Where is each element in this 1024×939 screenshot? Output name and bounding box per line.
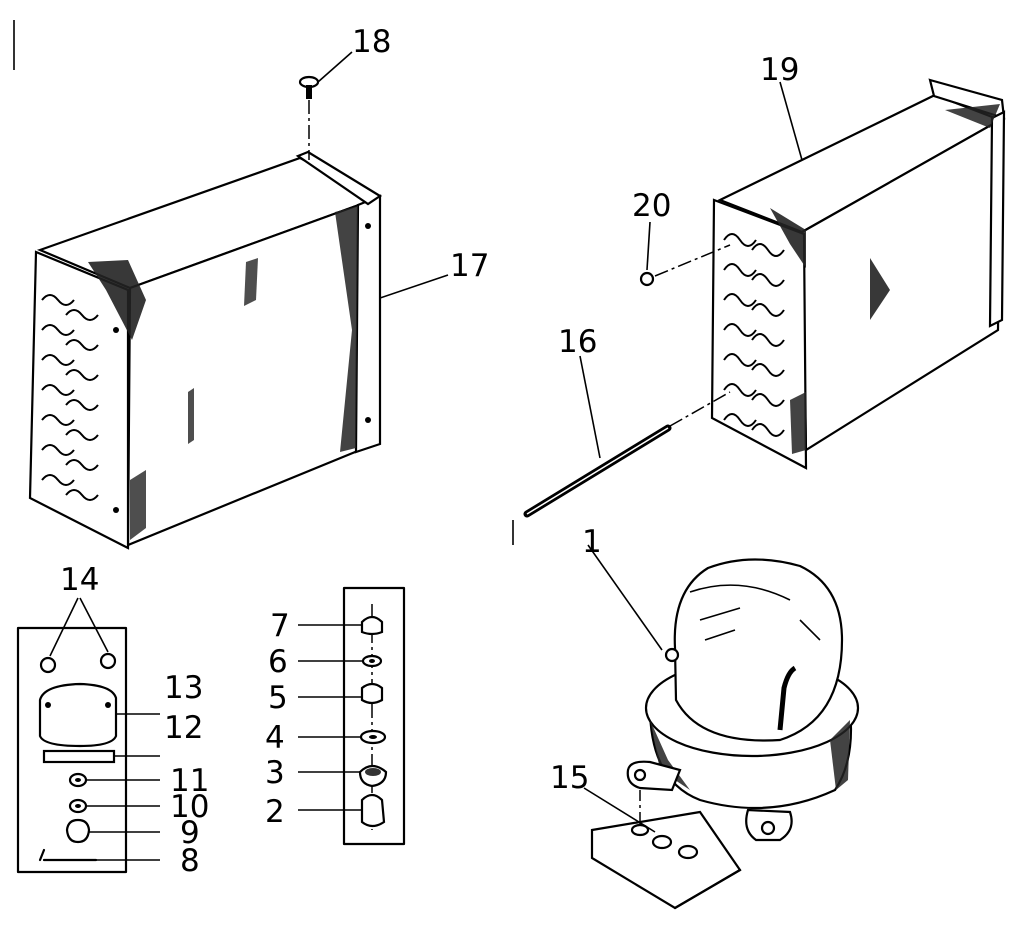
callout-1: 1 <box>582 524 602 560</box>
evaporator-coil <box>710 78 1006 470</box>
callout-4: 4 <box>265 720 285 756</box>
callout-15: 15 <box>550 760 589 796</box>
callout-9: 9 <box>180 815 200 851</box>
callout-17: 17 <box>450 248 489 284</box>
callout-2: 2 <box>265 794 285 830</box>
rod-part-16 <box>523 391 731 518</box>
callout-5: 5 <box>268 680 288 716</box>
callout-7: 7 <box>270 608 290 644</box>
callout-20: 20 <box>632 188 671 224</box>
callout-16: 16 <box>558 324 597 360</box>
callout-10: 10 <box>170 789 209 825</box>
condenser-coil <box>28 150 383 550</box>
callout-19: 19 <box>760 52 799 88</box>
mounting-plate-part-15 <box>590 790 742 910</box>
callout-13: 13 <box>164 670 203 706</box>
hardware-panel-right <box>342 586 406 846</box>
hardware-panel-left <box>16 626 128 874</box>
callout-12: 12 <box>164 710 203 746</box>
screw-part-20 <box>639 244 731 287</box>
compressor <box>626 558 860 842</box>
screw-part-14 <box>39 652 117 674</box>
callout-3: 3 <box>265 755 285 791</box>
callout-8: 8 <box>180 843 200 879</box>
callout-11: 11 <box>170 763 209 799</box>
coil-tube-pattern <box>723 233 785 437</box>
callout-14: 14 <box>60 562 99 598</box>
callout-6: 6 <box>268 644 288 680</box>
coil-tube-pattern <box>41 294 99 501</box>
screw-part-18 <box>298 75 320 160</box>
callout-18: 18 <box>352 24 391 60</box>
leader-lines <box>49 51 803 861</box>
